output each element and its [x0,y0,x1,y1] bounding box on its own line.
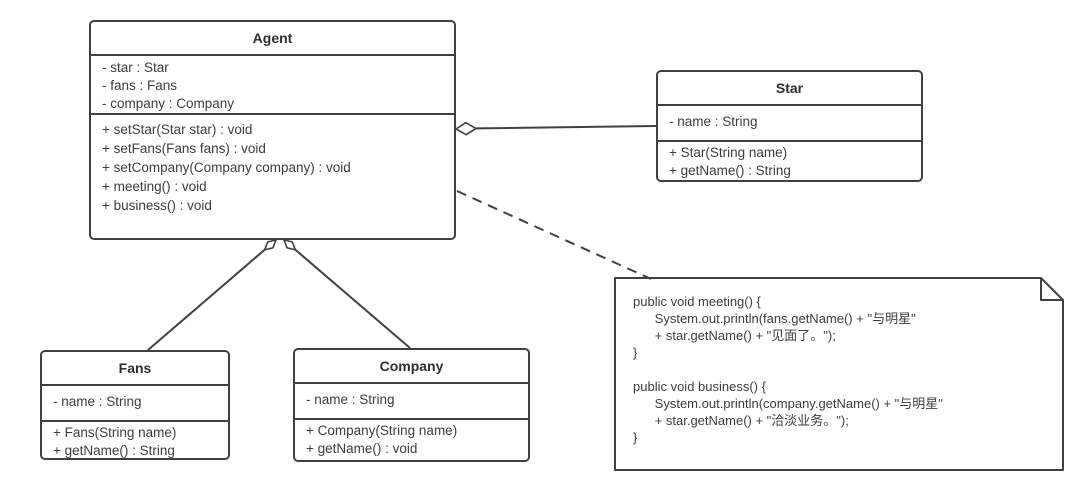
attribute: - star : Star [102,60,169,75]
class-box-fans: Fans - name : String + Fans(String name)… [40,350,230,460]
method: + getName() : void [306,441,418,456]
method: + getName() : String [669,163,791,178]
code-line: public void meeting() { [633,294,761,309]
note-fold-corner [1040,278,1063,301]
class-title-fans: Fans [42,352,228,386]
note-anchor-dashed-line [456,190,652,280]
attribute: - name : String [669,114,758,129]
class-box-agent: Agent - star : Star - fans : Fans - comp… [89,20,456,240]
attribute: - fans : Fans [102,78,178,93]
code-line: } [633,430,638,445]
class-box-company: Company - name : String + Company(String… [293,348,530,462]
class-title-star: Star [658,72,921,106]
class-methods-agent: + setStar(Star star) : void + setFans(Fa… [91,115,454,215]
method: + business() : void [102,198,212,213]
aggregation-diamond [283,239,297,251]
code-line: } [633,345,638,360]
method: + setCompany(Company company) : void [102,160,351,175]
aggregation-diamond [263,239,277,251]
class-attributes-star: - name : String [658,106,921,142]
method: + getName() : String [53,443,175,458]
code-line: + star.getName() + "见面了。"); [633,328,836,343]
class-title-agent: Agent [91,22,454,56]
class-methods-star: + Star(String name) + getName() : String [658,142,921,180]
code-line: System.out.println(company.getName() + "… [633,396,943,411]
class-methods-fans: + Fans(String name) + getName() : String [42,422,228,458]
class-attributes-fans: - name : String [42,386,228,422]
method: + meeting() : void [102,179,207,194]
attribute: - name : String [53,394,142,409]
aggregation-diamond [455,121,477,136]
method: + Company(String name) [306,423,458,438]
code-line [633,361,1053,378]
class-title-company: Company [295,350,528,384]
note-code: public void meeting() { System.out.print… [633,293,1053,446]
code-line: System.out.println(fans.getName() + "与明星… [633,311,916,326]
class-box-star: Star - name : String + Star(String name)… [656,70,923,182]
aggregation-edge-agent-company [283,239,411,349]
method: + setFans(Fans fans) : void [102,141,266,156]
code-line: public void business() { [633,379,766,394]
method: + Fans(String name) [53,425,177,440]
aggregation-edge-agent-fans [147,239,277,351]
class-attributes-agent: - star : Star - fans : Fans - company : … [91,56,454,115]
attribute: - name : String [306,392,395,407]
method: + setStar(Star star) : void [102,122,253,137]
class-methods-company: + Company(String name) + getName() : voi… [295,420,528,458]
class-attributes-company: - name : String [295,384,528,420]
note-shape [614,277,1064,471]
method: + Star(String name) [669,145,788,160]
code-line: + star.getName() + "洽淡业务。"); [633,413,849,428]
aggregation-edge-agent-star [455,121,657,136]
attribute: - company : Company [102,96,235,111]
